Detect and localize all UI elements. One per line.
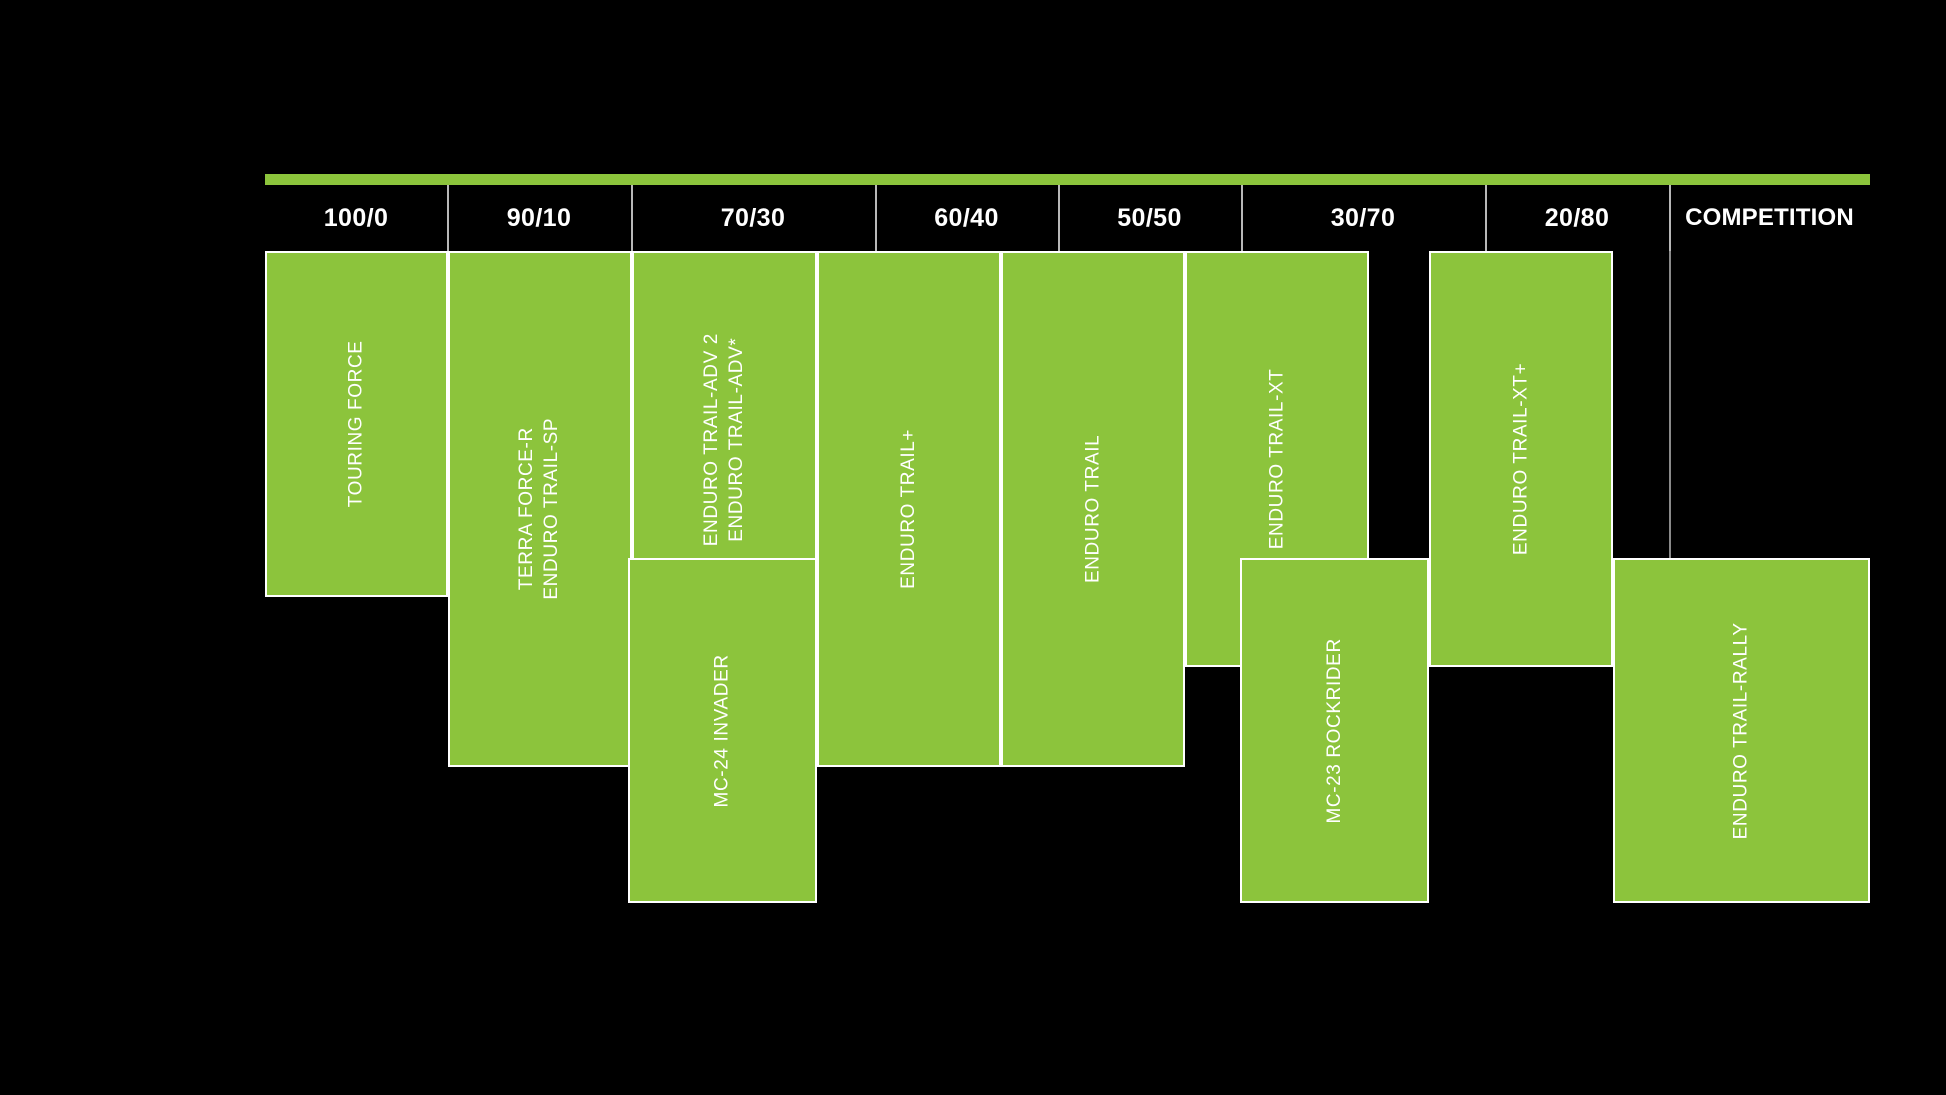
bar-label-wrap: MC-23 ROCKRIDER bbox=[1242, 560, 1427, 901]
header-divider bbox=[447, 185, 449, 251]
bar-terra-force-r-enduro-trail-sp[interactable]: TERRA FORCE-R ENDURO TRAIL-SP bbox=[448, 251, 632, 767]
bar-label-wrap: ENDURO TRAIL-RALLY bbox=[1615, 560, 1868, 901]
bar-mc-23-rockrider[interactable]: MC-23 ROCKRIDER bbox=[1240, 558, 1429, 903]
column-header-100-0[interactable]: 100/0 bbox=[323, 203, 389, 232]
bars-plot-area: TOURING FORCE TERRA FORCE-R ENDURO TRAIL… bbox=[265, 251, 1870, 903]
header-divider bbox=[1241, 185, 1243, 251]
bar-label-mc-24-invader: MC-24 INVADER bbox=[711, 653, 733, 808]
column-header-50-50[interactable]: 50/50 bbox=[1117, 203, 1182, 232]
column-header-30-70[interactable]: 30/70 bbox=[1330, 203, 1396, 232]
bar-label-line-2: ENDURO TRAIL-SP bbox=[541, 418, 563, 600]
bar-label-wrap: ENDURO TRAIL bbox=[1003, 253, 1183, 765]
bar-label-wrap: MC-24 INVADER bbox=[630, 560, 815, 901]
column-header-90-10[interactable]: 90/10 bbox=[506, 203, 572, 232]
column-header-competition[interactable]: COMPETITION bbox=[1685, 204, 1854, 231]
bar-label-line-2: ENDURO TRAIL-ADV* bbox=[725, 337, 747, 543]
bar-mc-24-invader[interactable]: MC-24 INVADER bbox=[628, 558, 817, 903]
bar-label-mc-23-rockrider: MC-23 ROCKRIDER bbox=[1323, 637, 1345, 824]
bar-label-wrap: TERRA FORCE-R ENDURO TRAIL-SP bbox=[450, 253, 630, 765]
header-divider bbox=[1058, 185, 1060, 251]
bar-touring-force[interactable]: TOURING FORCE bbox=[265, 251, 448, 597]
bar-label-touring-force: TOURING FORCE bbox=[345, 340, 367, 508]
bar-enduro-trail-xt-plus[interactable]: ENDURO TRAIL-XT+ bbox=[1429, 251, 1613, 667]
column-header-row: 100/0 90/10 70/30 60/40 50/50 30/70 20/8… bbox=[265, 185, 1870, 251]
bar-label-line-1: TERRA FORCE-R bbox=[516, 427, 538, 591]
bar-label-enduro-trail: ENDURO TRAIL bbox=[1082, 434, 1104, 584]
bar-label-enduro-trail-xt-plus: ENDURO TRAIL-XT+ bbox=[1510, 362, 1532, 556]
column-header-70-30[interactable]: 70/30 bbox=[720, 203, 786, 232]
header-divider bbox=[1485, 185, 1487, 251]
top-accent-rule bbox=[265, 174, 1870, 185]
bar-label-enduro-trail-rally: ENDURO TRAIL-RALLY bbox=[1730, 621, 1752, 840]
bar-label-wrap: ENDURO TRAIL+ bbox=[819, 253, 999, 765]
column-header-20-80[interactable]: 20/80 bbox=[1544, 203, 1610, 232]
bar-label-wrap: ENDURO TRAIL-XT+ bbox=[1431, 253, 1611, 665]
bar-label-enduro-trail-xt: ENDURO TRAIL-XT bbox=[1266, 368, 1288, 550]
bar-label-enduro-trail-adv2-adv: ENDURO TRAIL-ADV 2 ENDURO TRAIL-ADV* bbox=[700, 333, 749, 546]
bar-label-enduro-trail-plus: ENDURO TRAIL+ bbox=[898, 428, 920, 590]
bar-enduro-trail[interactable]: ENDURO TRAIL bbox=[1001, 251, 1185, 767]
header-divider bbox=[1669, 185, 1671, 251]
bar-label-terra-force-r-enduro-trail-sp: TERRA FORCE-R ENDURO TRAIL-SP bbox=[515, 418, 564, 600]
bar-enduro-trail-plus[interactable]: ENDURO TRAIL+ bbox=[817, 251, 1001, 767]
header-divider bbox=[631, 185, 633, 251]
bar-label-line-1: ENDURO TRAIL-ADV 2 bbox=[700, 333, 722, 547]
bar-label-wrap: TOURING FORCE bbox=[267, 253, 446, 595]
header-divider bbox=[875, 185, 877, 251]
column-header-60-40[interactable]: 60/40 bbox=[934, 203, 999, 232]
bar-enduro-trail-rally[interactable]: ENDURO TRAIL-RALLY bbox=[1613, 558, 1870, 903]
